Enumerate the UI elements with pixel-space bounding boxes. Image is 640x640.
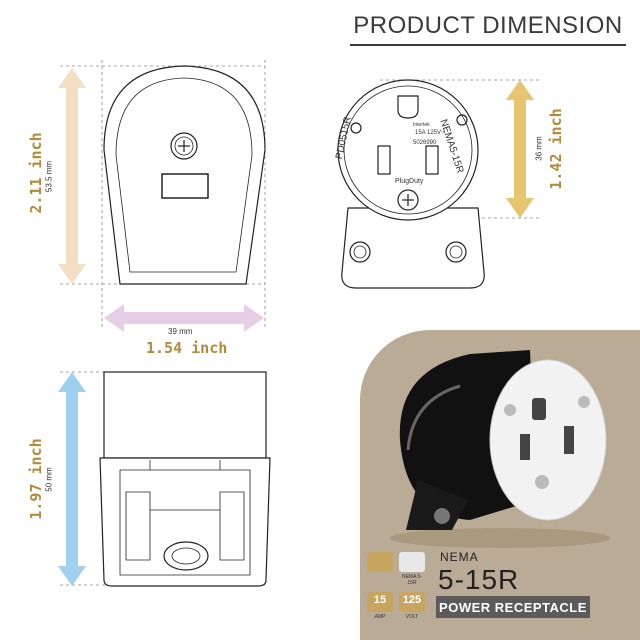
title-underline xyxy=(350,44,626,46)
face-arrow xyxy=(506,80,534,218)
face-mm-label: 36 mm xyxy=(534,136,544,161)
nema-label: NEMA xyxy=(440,550,479,564)
volt-value: 125 xyxy=(402,594,422,606)
face-brand-text: PlugDuty xyxy=(395,178,424,185)
height-arrow xyxy=(58,68,86,284)
width-inch-label: 1.54 inch xyxy=(146,339,228,357)
amp-value: 15 xyxy=(373,594,387,606)
width-mm-label: 39 mm xyxy=(168,327,193,336)
face-listing-text: 5026990 xyxy=(413,140,437,146)
amp-badge xyxy=(367,592,393,612)
depth-arrow xyxy=(58,372,86,586)
page-title: PRODUCT DIMENSION xyxy=(353,12,623,39)
front-view-drawing xyxy=(103,65,266,285)
nema-badge xyxy=(399,552,425,572)
power-receptacle-banner: POWER RECEPTACLE xyxy=(436,596,590,618)
receptacle-illustration xyxy=(390,350,610,548)
face-rating-text: 15A 125V~ xyxy=(415,130,445,136)
nema-model: 5-15R xyxy=(438,564,520,595)
depth-mm-label: 50 mm xyxy=(44,467,54,492)
volt-badge xyxy=(399,592,425,612)
face-inch-label: 1.42 inch xyxy=(547,108,565,190)
face-view-drawing xyxy=(337,79,485,289)
nema-badge-text: NEMA 5-15R xyxy=(401,574,422,586)
volt-unit: VOLT xyxy=(405,614,419,620)
certification-badges: NEMA 5-15R 15 AMP 125 VOLT xyxy=(367,552,435,622)
etl-badge xyxy=(367,552,393,572)
side-view-drawing xyxy=(99,371,271,587)
face-mark-text: Intertek xyxy=(413,122,430,128)
width-arrow xyxy=(104,304,264,332)
product-photo-panel xyxy=(360,330,640,640)
height-mm-label: 53.5 mm xyxy=(44,160,54,193)
depth-inch-label: 1.97 inch xyxy=(27,438,45,520)
height-inch-label: 2.11 inch xyxy=(27,132,45,214)
amp-unit: AMP xyxy=(374,614,386,620)
